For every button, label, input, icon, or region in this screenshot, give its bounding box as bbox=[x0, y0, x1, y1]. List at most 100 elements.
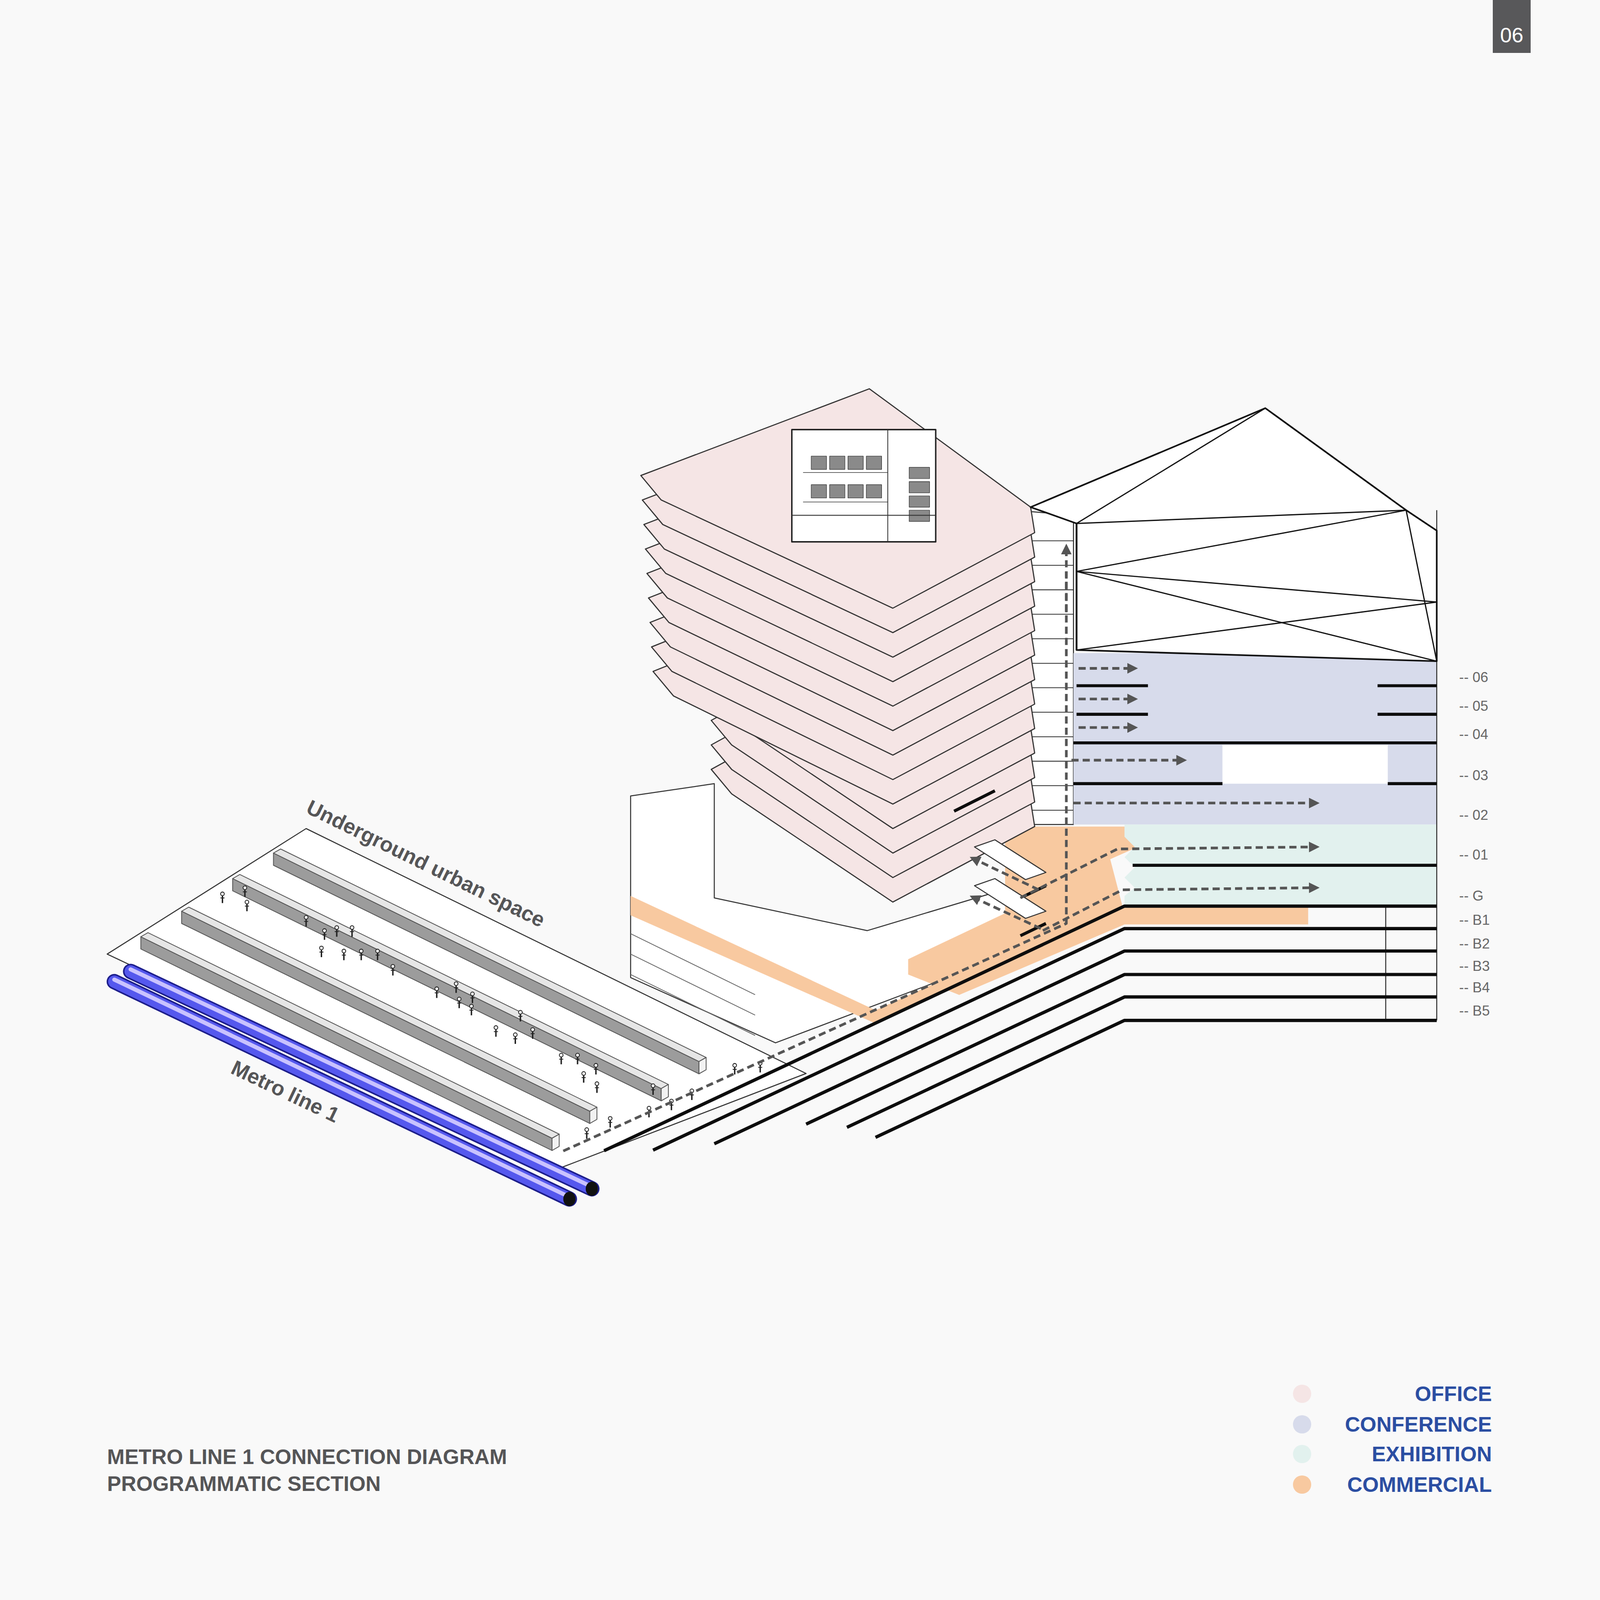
person-body bbox=[455, 985, 457, 994]
person-arms bbox=[242, 891, 247, 893]
person-head bbox=[243, 885, 247, 890]
flow-arrow bbox=[1042, 887, 1315, 931]
person-arms bbox=[304, 921, 309, 923]
wall-end bbox=[661, 1084, 669, 1101]
person-body bbox=[392, 968, 394, 976]
person-head bbox=[575, 1053, 580, 1058]
person-head bbox=[518, 1010, 523, 1015]
person-arms bbox=[594, 1087, 600, 1089]
person-arms bbox=[434, 992, 439, 994]
person-body bbox=[221, 896, 224, 904]
plan-room bbox=[866, 484, 882, 498]
podium-floor-line bbox=[630, 933, 756, 995]
metro-tube-end bbox=[563, 1191, 576, 1206]
person-arms bbox=[334, 931, 339, 933]
ramp-edge bbox=[1020, 923, 1047, 936]
building-edge bbox=[1385, 906, 1387, 1021]
legend-row: COMMERCIAL bbox=[1291, 1472, 1492, 1497]
person-head bbox=[608, 1116, 612, 1121]
basement-slab bbox=[652, 928, 1437, 1151]
wall-end bbox=[589, 1107, 598, 1124]
wall-end bbox=[698, 1057, 707, 1074]
person-body bbox=[560, 1057, 563, 1065]
legend-swatch bbox=[1292, 1415, 1312, 1434]
legend-swatch bbox=[1292, 1384, 1312, 1403]
floor-label: -- B4 bbox=[1459, 979, 1490, 996]
person-arms bbox=[669, 1104, 674, 1106]
metro-tube-shine bbox=[130, 969, 592, 1187]
person-head bbox=[594, 1063, 598, 1068]
legend-text: EXHIBITION bbox=[1371, 1442, 1492, 1466]
legend-text: COMMERCIAL bbox=[1347, 1472, 1492, 1497]
person-arms bbox=[349, 931, 355, 933]
folded-roof bbox=[1030, 408, 1437, 662]
ramp bbox=[974, 839, 1047, 880]
roof-fold bbox=[1076, 571, 1438, 662]
wall-top bbox=[140, 932, 560, 1139]
person-head bbox=[559, 1053, 563, 1058]
space-label: Underground urban space bbox=[302, 795, 550, 933]
person-arms bbox=[390, 969, 396, 971]
tower-notch bbox=[953, 790, 995, 812]
diagram-caption: PROGRAMMATIC SECTION bbox=[107, 1471, 381, 1496]
person-arms bbox=[457, 1002, 462, 1004]
person-body bbox=[360, 953, 362, 961]
metro-label: Metro line 1 bbox=[227, 1055, 344, 1128]
person-arms bbox=[581, 1077, 586, 1079]
person-body bbox=[323, 932, 326, 940]
person-body bbox=[583, 1075, 585, 1083]
floor-slab bbox=[1132, 863, 1438, 867]
person-body bbox=[458, 1000, 460, 1009]
flow-arrow bbox=[1020, 846, 1315, 898]
artwork bbox=[107, 388, 1437, 1207]
person-arms bbox=[470, 997, 475, 999]
plan-room bbox=[811, 456, 827, 470]
person-head bbox=[390, 964, 395, 969]
person-head bbox=[244, 900, 249, 904]
person-arms bbox=[375, 954, 380, 956]
person-head bbox=[342, 948, 346, 953]
person-body bbox=[244, 889, 246, 897]
podium-floor-line bbox=[630, 953, 756, 1016]
plan-room bbox=[909, 481, 930, 494]
person-head bbox=[434, 986, 439, 991]
person-body bbox=[351, 929, 353, 938]
person-arms bbox=[359, 954, 364, 956]
roof-fold bbox=[1076, 510, 1407, 572]
person-body bbox=[609, 1120, 611, 1128]
basement-slab bbox=[875, 1020, 1437, 1138]
person-body bbox=[585, 1131, 588, 1139]
plan-room bbox=[909, 495, 930, 508]
person-head bbox=[220, 891, 225, 896]
floor-label: -- B5 bbox=[1459, 1002, 1490, 1020]
basement-slab bbox=[604, 906, 1437, 1151]
person-head bbox=[646, 1106, 651, 1111]
roof-fold bbox=[1076, 571, 1438, 603]
legend-row: EXHIBITION bbox=[1291, 1442, 1492, 1467]
flow-arrow bbox=[1071, 758, 1182, 762]
person-arms bbox=[244, 905, 250, 907]
page-number: 06 bbox=[1500, 23, 1524, 48]
roof-fold bbox=[1406, 510, 1437, 662]
person-body bbox=[343, 953, 345, 961]
conference-void bbox=[1222, 745, 1388, 784]
podium-floor-line bbox=[630, 974, 756, 1036]
plan-wall bbox=[802, 501, 888, 503]
flow-arrow bbox=[1073, 801, 1315, 805]
person-head bbox=[322, 928, 327, 933]
floor-label: -- G bbox=[1459, 887, 1484, 905]
floor-slab bbox=[1377, 712, 1437, 716]
legend-text: CONFERENCE bbox=[1344, 1412, 1492, 1437]
metro-tube-end bbox=[585, 1181, 599, 1196]
person-head bbox=[457, 997, 461, 1001]
roof-fold bbox=[1076, 510, 1407, 524]
person-arms bbox=[758, 1067, 763, 1069]
legend-swatch bbox=[1292, 1444, 1312, 1464]
person-head bbox=[304, 915, 308, 920]
person-arms bbox=[513, 1038, 518, 1040]
flow-arrow bbox=[974, 897, 1041, 929]
flow-arrow bbox=[974, 859, 1039, 890]
floor-label: -- B2 bbox=[1459, 935, 1490, 953]
person-body bbox=[734, 1067, 736, 1075]
diagram-title: METRO LINE 1 CONNECTION DIAGRAM bbox=[107, 1444, 508, 1470]
